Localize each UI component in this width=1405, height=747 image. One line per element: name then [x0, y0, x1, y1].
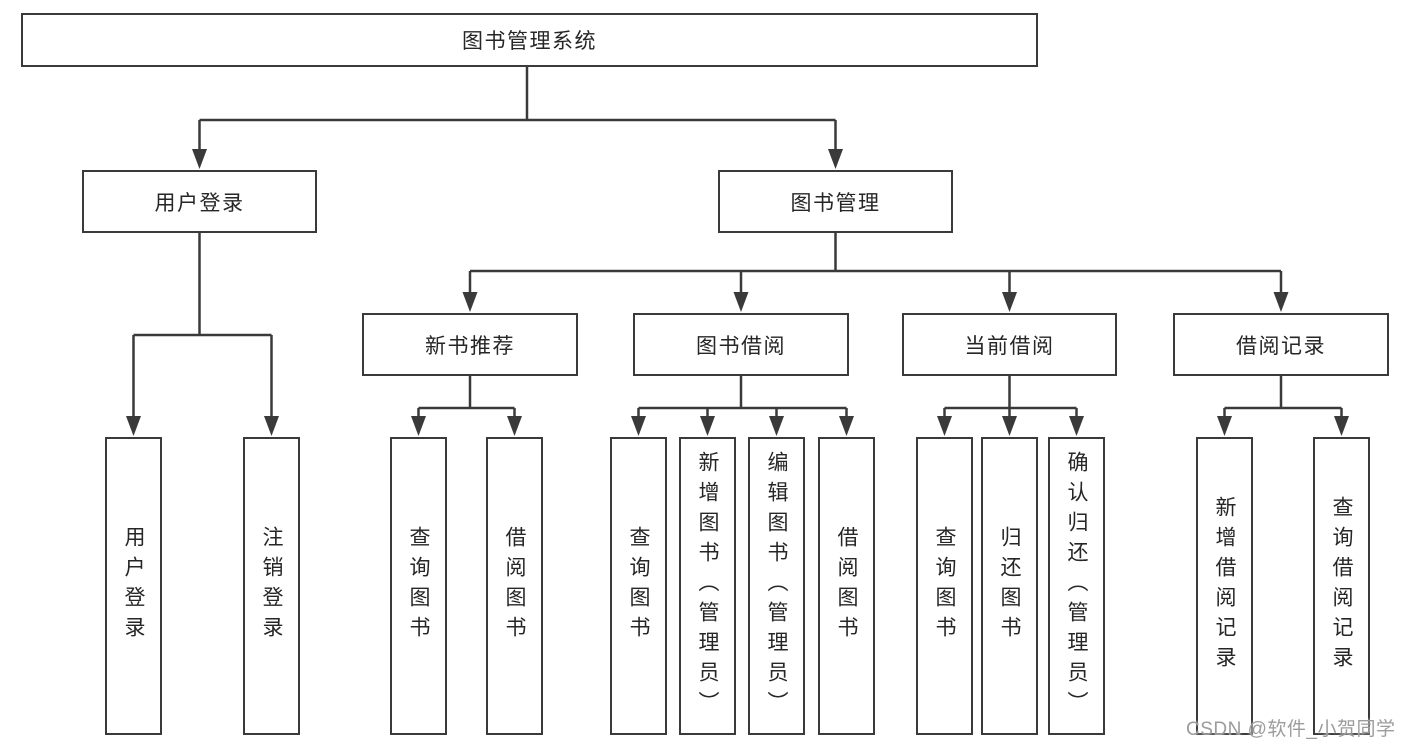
node-borrowing-records: 借阅记录	[1173, 313, 1389, 376]
leaf-newbooks-query-books: 查询图书	[390, 437, 447, 735]
leaf-records-query-record: 查询借阅记录	[1313, 437, 1370, 735]
node-current-borrowing: 当前借阅	[902, 313, 1117, 376]
leaf-borrowing-query-books: 查询图书	[610, 437, 667, 735]
node-user-login-branch: 用户登录	[82, 170, 317, 233]
leaf-current-return-books: 归还图书	[981, 437, 1038, 735]
leaf-logout: 注销登录	[243, 437, 300, 735]
leaf-newbooks-borrow-books: 借阅图书	[486, 437, 543, 735]
arrow-down-icons	[126, 149, 1349, 436]
leaf-borrowing-add-books-admin: 新增图书（管理员）	[679, 437, 736, 735]
leaf-borrowing-borrow-books: 借阅图书	[818, 437, 875, 735]
node-root-system: 图书管理系统	[21, 13, 1038, 67]
tree-connector-lines	[132, 67, 1343, 421]
node-new-book-recommendation: 新书推荐	[362, 313, 578, 376]
node-book-management-branch: 图书管理	[718, 170, 953, 233]
leaf-user-login: 用户登录	[105, 437, 162, 735]
node-book-borrowing: 图书借阅	[633, 313, 849, 376]
leaf-records-add-record: 新增借阅记录	[1196, 437, 1253, 735]
leaf-current-query-books: 查询图书	[916, 437, 973, 735]
leaf-current-confirm-return-admin: 确认归还（管理员）	[1048, 437, 1105, 735]
leaf-borrowing-edit-books-admin: 编辑图书（管理员）	[748, 437, 805, 735]
csdn-watermark: CSDN @软件_小贺同学	[1186, 719, 1396, 740]
